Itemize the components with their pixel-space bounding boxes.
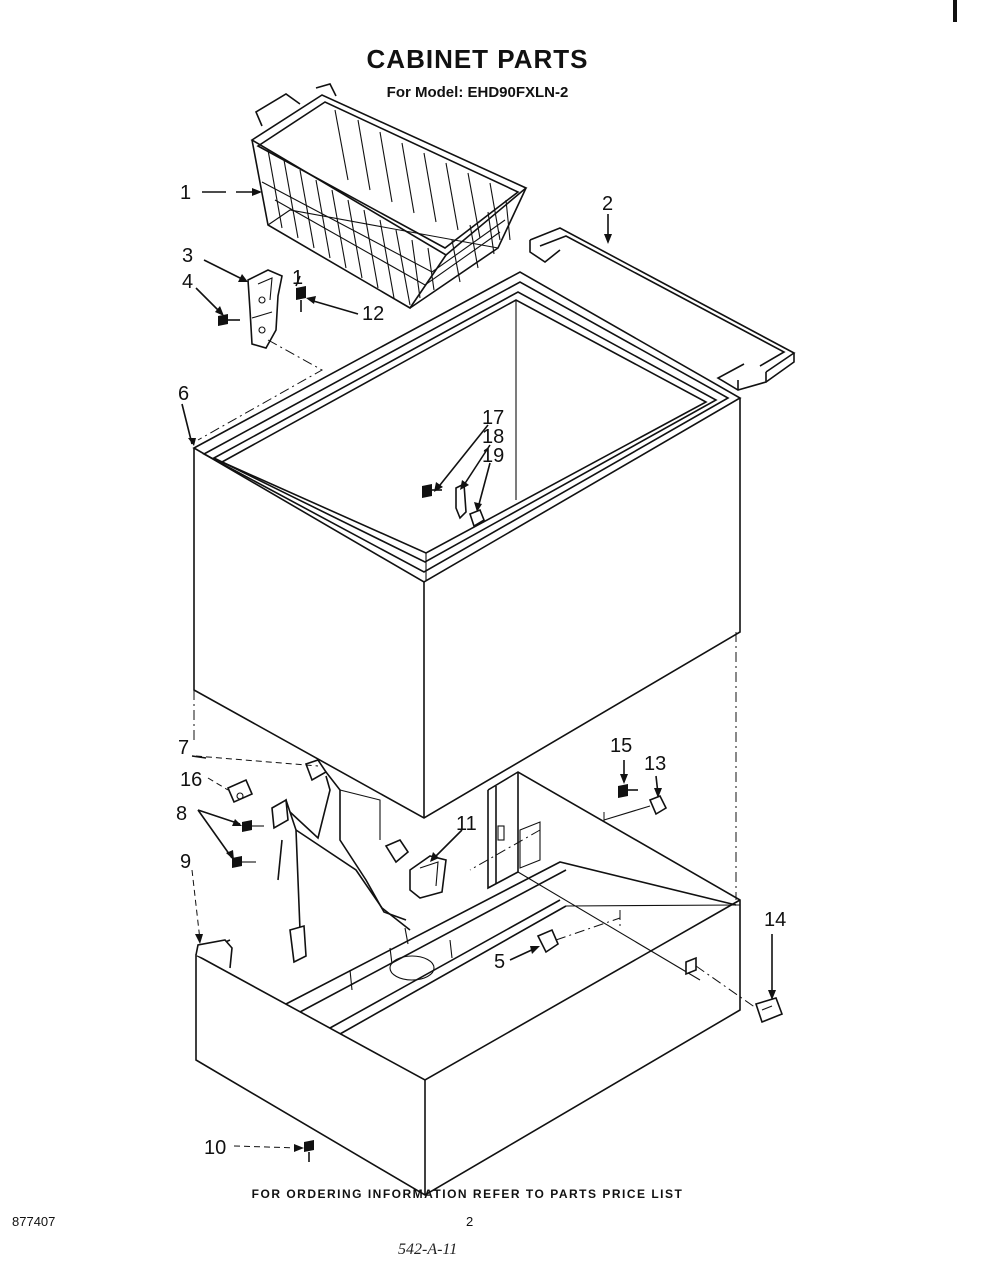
callout-18: 18 bbox=[482, 426, 504, 448]
ordering-note: FOR ORDERING INFORMATION REFER TO PARTS … bbox=[251, 1187, 684, 1201]
model-subtitle: For Model: EHD90FXLN-2 bbox=[386, 84, 569, 101]
callout-10: 10 bbox=[204, 1137, 226, 1159]
scan-edge-mark bbox=[953, 0, 957, 22]
page-number: 2 bbox=[466, 1214, 474, 1229]
hinge-assembly bbox=[218, 269, 306, 349]
callout-7: 7 bbox=[178, 737, 189, 759]
callout-19: 19 bbox=[482, 445, 504, 467]
base-compartment bbox=[195, 771, 741, 1196]
callout-12: 12 bbox=[362, 303, 384, 325]
callout-17: 17 bbox=[482, 407, 504, 429]
page-title: CABINET PARTS bbox=[366, 44, 589, 74]
handwritten-note: 542-A-11 bbox=[398, 1241, 458, 1258]
callout-3: 3 bbox=[182, 245, 193, 267]
misc-parts bbox=[304, 784, 784, 1162]
callout-1-screw: 1 bbox=[292, 267, 303, 289]
callout-6: 6 bbox=[178, 383, 189, 405]
callout-8: 8 bbox=[176, 803, 187, 825]
gasket-strip bbox=[529, 227, 796, 391]
callout-9: 9 bbox=[180, 851, 191, 873]
callout-16: 16 bbox=[180, 769, 202, 791]
callout-11: 11 bbox=[456, 813, 477, 835]
callout-2: 2 bbox=[602, 193, 613, 215]
callout-labels: 1 2 3 4 1 12 6 17 18 19 7 16 8 9 11 15 1… bbox=[176, 182, 786, 1159]
callout-15: 15 bbox=[610, 735, 632, 757]
callout-14: 14 bbox=[764, 909, 786, 931]
callout-13: 13 bbox=[644, 753, 666, 775]
wiring-harness bbox=[226, 759, 447, 964]
leader-lines bbox=[181, 188, 776, 1152]
callout-5: 5 bbox=[494, 951, 505, 973]
callout-1: 1 bbox=[180, 182, 191, 204]
wire-basket bbox=[250, 83, 528, 310]
document-number: 877407 bbox=[12, 1214, 56, 1229]
cabinet-body bbox=[192, 271, 742, 819]
callout-4: 4 bbox=[182, 271, 193, 293]
